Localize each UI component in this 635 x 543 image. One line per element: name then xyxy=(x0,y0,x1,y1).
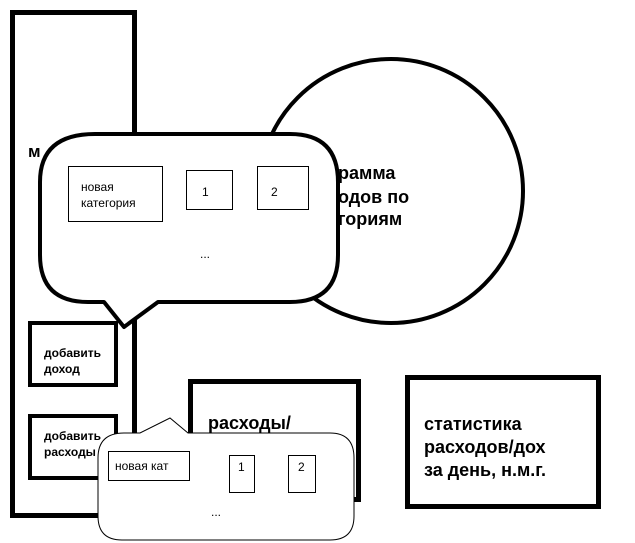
new-category-label-1: новая xyxy=(81,180,114,194)
add-income-label-1: добавить xyxy=(44,346,102,360)
add-expense-label-1: добавить xyxy=(44,429,102,443)
statistics-label-2: расходов/дох xyxy=(424,437,546,457)
statistics-label-1: статистика xyxy=(424,414,522,434)
pie-chart-label-1: рамма xyxy=(338,163,396,183)
category-item-1-bottom-label: 1 xyxy=(238,460,245,474)
statistics-label-3: за день, н.м.г. xyxy=(424,460,546,480)
category-item-2-bottom[interactable]: 2 xyxy=(288,455,316,493)
menu-label: м xyxy=(28,142,41,161)
add-income-button[interactable]: добавить доход xyxy=(28,321,118,387)
category-item-1-label: 1 xyxy=(202,185,209,199)
new-category-label-2: категория xyxy=(81,196,136,210)
expenses-label: расходы/ xyxy=(208,413,291,433)
more-categories-ellipsis: ... xyxy=(200,247,211,261)
statistics-box[interactable] xyxy=(405,375,601,509)
new-category-button[interactable]: новая категория xyxy=(68,166,163,222)
pie-chart-label-3: гориям xyxy=(338,209,403,229)
category-item-1-bottom[interactable]: 1 xyxy=(229,455,255,493)
category-item-2-bottom-label: 2 xyxy=(298,460,305,474)
add-income-label-2: доход xyxy=(44,362,80,376)
category-item-2[interactable]: 2 xyxy=(257,166,309,210)
more-categories-ellipsis-bottom: ... xyxy=(211,505,222,519)
new-category-label-bottom: новая кат xyxy=(115,459,169,473)
pie-chart-label-2: одов по xyxy=(338,187,410,207)
category-item-1[interactable]: 1 xyxy=(186,170,233,210)
category-item-2-label: 2 xyxy=(271,185,278,199)
add-expense-label-2: расходы xyxy=(44,445,96,459)
new-category-button-bottom[interactable]: новая кат xyxy=(108,451,190,481)
